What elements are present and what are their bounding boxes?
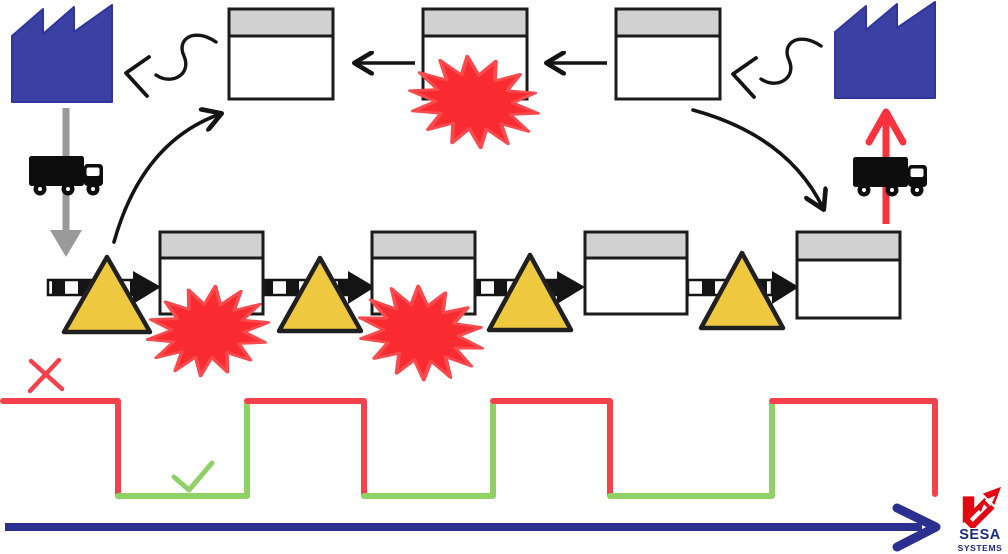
inventory-triangle-1 <box>61 254 153 335</box>
curved-arrow-left <box>112 114 220 244</box>
reject-x-icon <box>27 357 65 394</box>
lead-time-arrow <box>5 503 941 552</box>
timeline-red-segment-2 <box>244 398 367 497</box>
process-box-3 <box>583 230 689 316</box>
inbound-truck-icon <box>29 156 103 196</box>
check-icon <box>171 460 215 493</box>
timeline <box>0 398 938 499</box>
inventory-triangle-2 <box>276 255 364 334</box>
sesa-logo-text: SESA <box>959 527 1001 543</box>
sesa-logo-mark-icon <box>962 486 1002 528</box>
inventory-triangle-4 <box>698 250 786 331</box>
control-box-3 <box>614 7 722 101</box>
process-box-4 <box>795 230 902 320</box>
sesa-logo: SESA SYSTEMS <box>952 484 1008 552</box>
control-box-1 <box>227 7 335 101</box>
sesa-logo-subtext: SYSTEMS <box>957 542 1003 553</box>
timeline-green-segment-2 <box>361 401 496 499</box>
electronic-info-arrow-right <box>731 37 823 99</box>
supplier-factory-icon <box>11 4 113 103</box>
timeline-green-segment-1 <box>115 401 250 499</box>
curved-arrow-right <box>691 108 823 208</box>
timeline-red-segment-1 <box>0 398 121 497</box>
inventory-triangle-3 <box>486 252 574 333</box>
customer-factory-icon <box>834 1 936 99</box>
timeline-red-segment-4 <box>769 398 938 497</box>
outbound-truck-icon <box>853 157 927 197</box>
timeline-green-segment-3 <box>607 401 775 499</box>
timeline-red-segment-3 <box>490 398 613 497</box>
electronic-info-arrow-left <box>124 33 218 98</box>
